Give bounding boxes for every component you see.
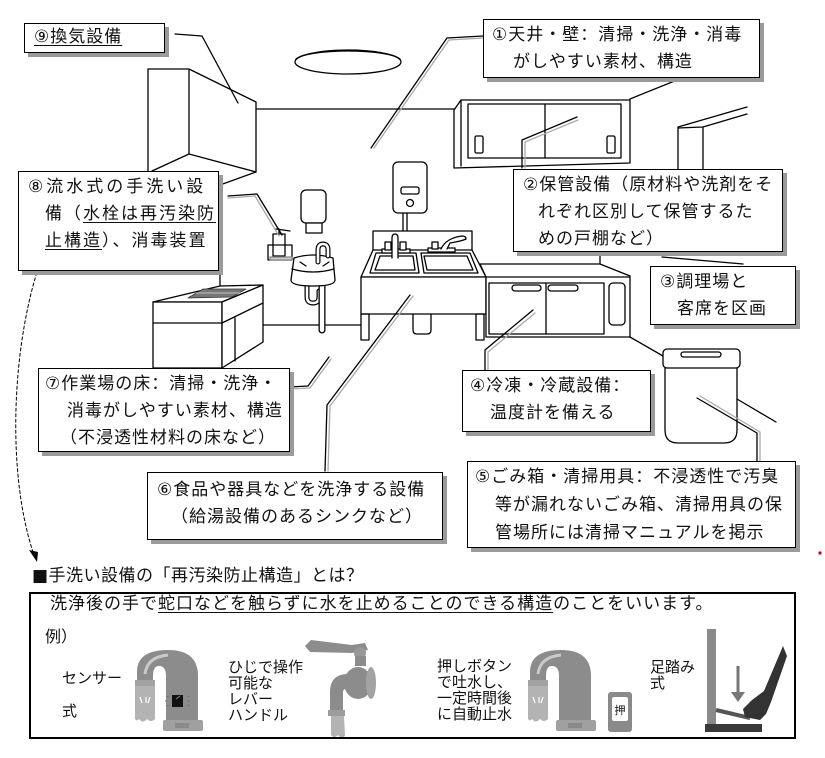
callout-ventilation: ⑨換気設備: [24, 23, 165, 53]
callout-text: がしやすい素材、構造: [513, 52, 693, 72]
floor-edge-right: [629, 336, 664, 357]
reference-definition: 洗浄後の手で蛇口などを触らずに水を止めることのできる構造のことをいいます。: [50, 594, 713, 614]
callout-text: ⑥食品や器具などを洗浄する設備: [157, 480, 426, 500]
callout-text: ⑦作業場の床：清掃・洗浄・: [45, 374, 278, 394]
red-marker-dot: [818, 551, 822, 555]
definition-text: のことをいいます。: [553, 594, 714, 614]
label-line: 一定時間後: [437, 689, 513, 707]
callout-text-underlined: 水栓は再汚染防: [83, 204, 216, 224]
push-button-faucet-icon: [528, 650, 596, 731]
reference-arrow: [15, 256, 43, 562]
callout-text: 等が漏れないごみ箱、清掃用具の保: [495, 495, 783, 515]
callout-storage: ②保管設備（原材料や洗剤をそ れぞれ区別して保管するた めの戸棚など）: [513, 169, 783, 252]
callout-text: （不浸透性材料の床など）: [60, 428, 276, 448]
ceiling-light-icon: [294, 49, 402, 75]
refrigerator-icon: [479, 251, 631, 338]
callout-text: ①天井・壁：清掃・洗浄・消毒: [492, 25, 743, 45]
callout-text: 消毒がしやすい素材、構造: [67, 401, 283, 421]
disinfectant-dispenser-icon: [267, 228, 293, 261]
example-sensor-label: センサー 式: [62, 662, 122, 728]
callout-ceiling-walls: ①天井・壁：清掃・洗浄・消毒 がしやすい素材、構造: [483, 19, 760, 78]
callout-hand-washing: ⑧流水式の手洗い設 備（水栓は再汚染防 止構造）、消毒装置: [18, 171, 219, 271]
hand-wash-sink-icon: [290, 241, 336, 334]
callout-washing-equipment: ⑥食品や器具などを洗浄する設備 （給湯設備のあるシンクなど）: [147, 472, 443, 540]
label-line: センサー: [62, 669, 123, 687]
callout-zoning: ③調理場と 客席を区画: [650, 266, 796, 325]
callout-text: 温度計を備える: [490, 403, 616, 423]
callout-refrigeration: ④冷凍・冷蔵設備： 温度計を備える: [462, 370, 651, 432]
definition-text: 洗浄後の手で: [50, 594, 158, 614]
callout-text: ④冷凍・冷蔵設備：: [470, 376, 631, 396]
push-button-icon: 押: [608, 692, 632, 732]
callout-trash-cleaning: ⑤ごみ箱・清掃用具：不浸透性で汚臭 等が漏れないごみ箱、清掃用具の保 管場所には…: [467, 461, 796, 548]
water-heater-icon: [392, 161, 428, 232]
callout-text: ）、消毒装置: [102, 231, 208, 251]
partition-wall: [677, 106, 748, 170]
example-push-button-label: 押しボタン で吐水し、 一定時間後 に自動止水: [437, 658, 512, 722]
label-line: ハンドル: [228, 706, 289, 724]
callout-text: ⑧流水式の手洗い設: [28, 177, 207, 197]
example-lever-label: ひじで操作 可能な レバー ハンドル: [228, 659, 303, 723]
callout-text: 客席を区画: [677, 299, 767, 319]
callout-text: ⑨換気設備: [34, 27, 123, 47]
leader-line-hand-washing: [227, 193, 283, 237]
label-line: 式: [62, 702, 78, 720]
leader-line-wall: [629, 79, 678, 100]
examples-label: 例）: [45, 627, 78, 646]
leader-line-ceiling: [370, 35, 484, 149]
storage-cabinet-icon: [453, 99, 631, 169]
callout-text: ②保管設備（原材料や洗剤をそ: [523, 175, 774, 195]
callout-text: ⑤ごみ箱・清掃用具：不浸透性で汚臭: [475, 467, 780, 487]
trash-bin-icon: [662, 348, 741, 444]
ventilation-hood-icon: [147, 68, 257, 186]
definition-text-underlined: 蛇口などを触らずに水を止めることのできる構造: [158, 594, 554, 614]
callout-text-underlined: 止構造: [45, 231, 102, 251]
push-button-label: 押: [615, 703, 626, 717]
soap-dispenser-icon: [300, 189, 327, 234]
sensor-faucet-icon: [135, 650, 203, 731]
label-line: 押しボタン: [437, 657, 513, 675]
label-line: レバー: [228, 690, 274, 708]
callout-text: （給湯設備のあるシンクなど）: [171, 507, 423, 527]
label-line: 可能な: [228, 674, 274, 692]
label-line: に自動止水: [437, 705, 513, 723]
leader-line-refrigeration: [484, 309, 536, 371]
callout-floor: ⑦作業場の床：清掃・洗浄・ 消毒がしやすい素材、構造 （不浸透性材料の床など）: [38, 368, 290, 452]
leader-line-ventilation: [174, 33, 239, 104]
callout-text: ③調理場と: [660, 272, 749, 292]
label-line: 式: [650, 674, 666, 692]
reference-heading: ■手洗い設備の「再汚染防止構造」とは？: [32, 566, 364, 586]
label-line: ひじで操作: [228, 658, 304, 676]
callout-text: 備（: [45, 204, 83, 224]
lever-faucet-icon: [305, 640, 376, 738]
leader-line-floor: [289, 356, 332, 390]
stove-icon: [152, 270, 264, 369]
leader-line-trash-bin: [696, 395, 761, 462]
callout-text: 管場所には清掃マニュアルを掲示: [495, 523, 765, 543]
example-foot-pedal-label: 足踏み 式: [650, 659, 695, 691]
leader-line-storage: [521, 116, 579, 169]
double-sink-icon: [360, 230, 487, 341]
label-line: 足踏み: [650, 658, 696, 676]
leader-line-zoning: [661, 256, 744, 265]
foot-pedal-icon: [705, 629, 787, 732]
reference-box: [29, 592, 796, 739]
wall-corner-edge: [736, 398, 777, 423]
callout-text: めの戸棚など）: [538, 229, 664, 249]
callout-text: れぞれ区別して保管するた: [538, 202, 754, 222]
label-line: で吐水し、: [437, 673, 513, 691]
leader-line-washing: [324, 294, 414, 472]
